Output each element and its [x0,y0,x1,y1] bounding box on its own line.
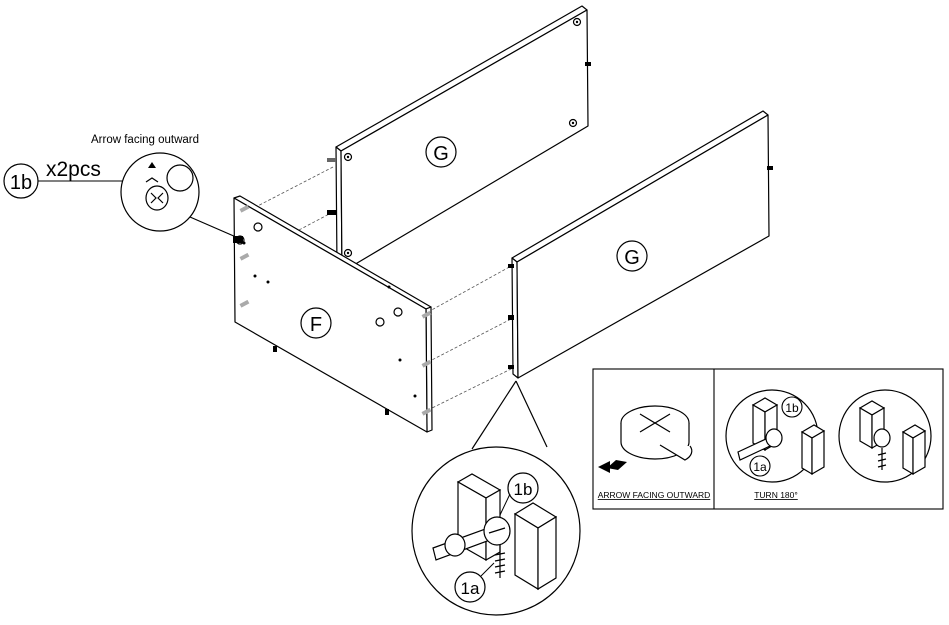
zoom-cam-label-circle [507,472,539,504]
cam-arrow-detail [598,405,693,473]
back-panel-g [327,5,591,273]
zoom-bolt-label: 1a [461,579,480,598]
part-quantity: x2pcs [46,158,101,181]
zoom-bolt-leader [480,562,495,577]
turn-180-caption: TURN 180° [754,490,798,500]
front-panel-label-circle [616,240,648,272]
box-cam-label-circle [781,396,803,418]
turn-180-detail [725,389,932,483]
box-cam-label: 1b [785,401,799,415]
cam-lock-on-panel-icon [233,236,243,243]
side-panel-f [233,195,433,433]
cam-lock-detail-circle [120,152,237,238]
back-panel-label: G [433,143,449,165]
front-panel-label: G [624,247,640,269]
arrow-facing-outward-note: Arrow facing outward [91,134,199,146]
zoom-detail-circle [411,380,581,616]
zoom-cam-leader [499,493,511,516]
zoom-bolt-label-circle [454,571,486,603]
back-panel-label-circle [425,136,457,168]
part-1b-label: 1b [10,172,32,194]
box-bolt-label-circle [749,455,771,477]
side-panel-label: F [310,314,322,336]
arrow-facing-outward-caption: ARROW FACING OUTWARD [598,490,711,500]
box-bolt-label: 1a [753,460,767,474]
side-panel-label-circle [300,307,332,339]
zoom-cam-label: 1b [514,480,533,499]
cam-lock-icon [145,162,169,211]
